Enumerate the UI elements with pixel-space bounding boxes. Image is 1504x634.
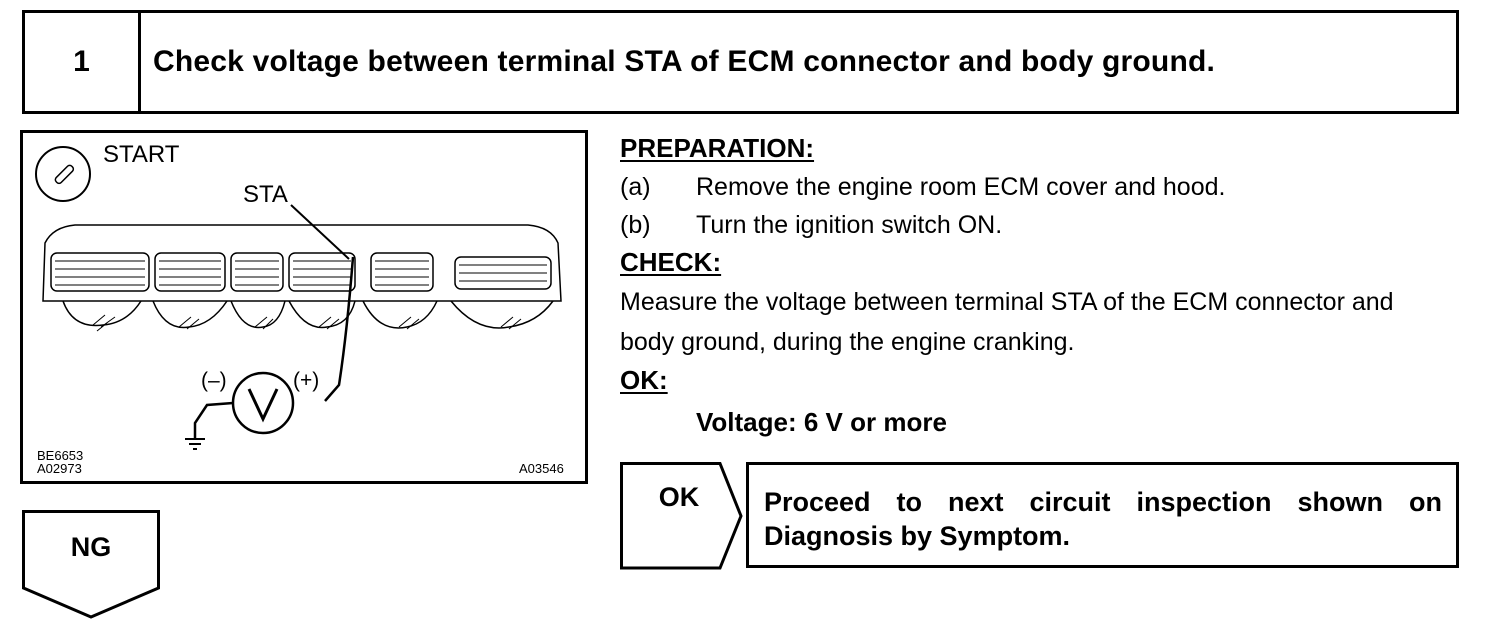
ground-icon <box>185 438 205 450</box>
check-heading: CHECK: <box>620 247 722 277</box>
item-mark: (b) <box>620 211 651 239</box>
sta-leader-line <box>290 204 350 260</box>
ok-heading: OK: <box>620 365 668 395</box>
ok-spec: Voltage: 6 V or more <box>696 407 947 437</box>
ok-arrow-shape <box>620 462 743 570</box>
voltmeter-label: V <box>263 402 264 404</box>
connector-4 <box>288 252 356 292</box>
ng-arrow-shape <box>22 510 160 619</box>
preparation-item: (b) Turn the ignition switch ON. <box>620 206 1460 244</box>
figure-code-1: BE6653 <box>37 448 84 463</box>
ok-result-box: Proceed to next circuit inspection shown… <box>746 462 1459 568</box>
item-text: Turn the ignition switch ON. <box>696 211 1003 239</box>
preparation-item: (a) Remove the engine room ECM cover and… <box>620 168 1460 206</box>
ignition-key-icon <box>35 146 91 202</box>
step-number: 1 <box>25 13 141 111</box>
ok-result-label: OK <box>658 482 700 512</box>
ecm-housing <box>42 224 562 302</box>
check-text: Measure the voltage between terminal STA… <box>620 288 1394 356</box>
step-title: Check voltage between terminal STA of EC… <box>153 45 1216 78</box>
connector-1 <box>50 252 150 292</box>
plus-label: (+) <box>293 369 320 392</box>
positive-lead <box>324 256 355 402</box>
figure-code-3: A03546 <box>519 461 564 476</box>
ng-result-label: NG <box>70 532 112 562</box>
negative-lead <box>193 401 234 439</box>
minus-label: (–) <box>201 369 227 392</box>
connector-2 <box>154 252 226 292</box>
connector-illustration: V START STA (–) (+) BE6653 A02973 A03546 <box>20 130 588 484</box>
connector-3 <box>230 252 284 292</box>
connector-6 <box>454 256 552 290</box>
start-label: START <box>103 141 180 168</box>
ecm-connector-drawing: V <box>35 146 562 450</box>
preparation-heading: PREPARATION: <box>620 133 815 163</box>
voltmeter-icon <box>231 371 295 435</box>
sta-label: STA <box>243 181 288 208</box>
connector-5 <box>370 252 434 292</box>
step-header: 1 Check voltage between terminal STA of … <box>22 10 1459 114</box>
item-text: Remove the engine room ECM cover and hoo… <box>696 173 1226 201</box>
item-mark: (a) <box>620 173 651 201</box>
figure-code-2: A02973 <box>37 461 82 476</box>
procedure-text: PREPARATION: (a) Remove the engine room … <box>620 130 1460 442</box>
